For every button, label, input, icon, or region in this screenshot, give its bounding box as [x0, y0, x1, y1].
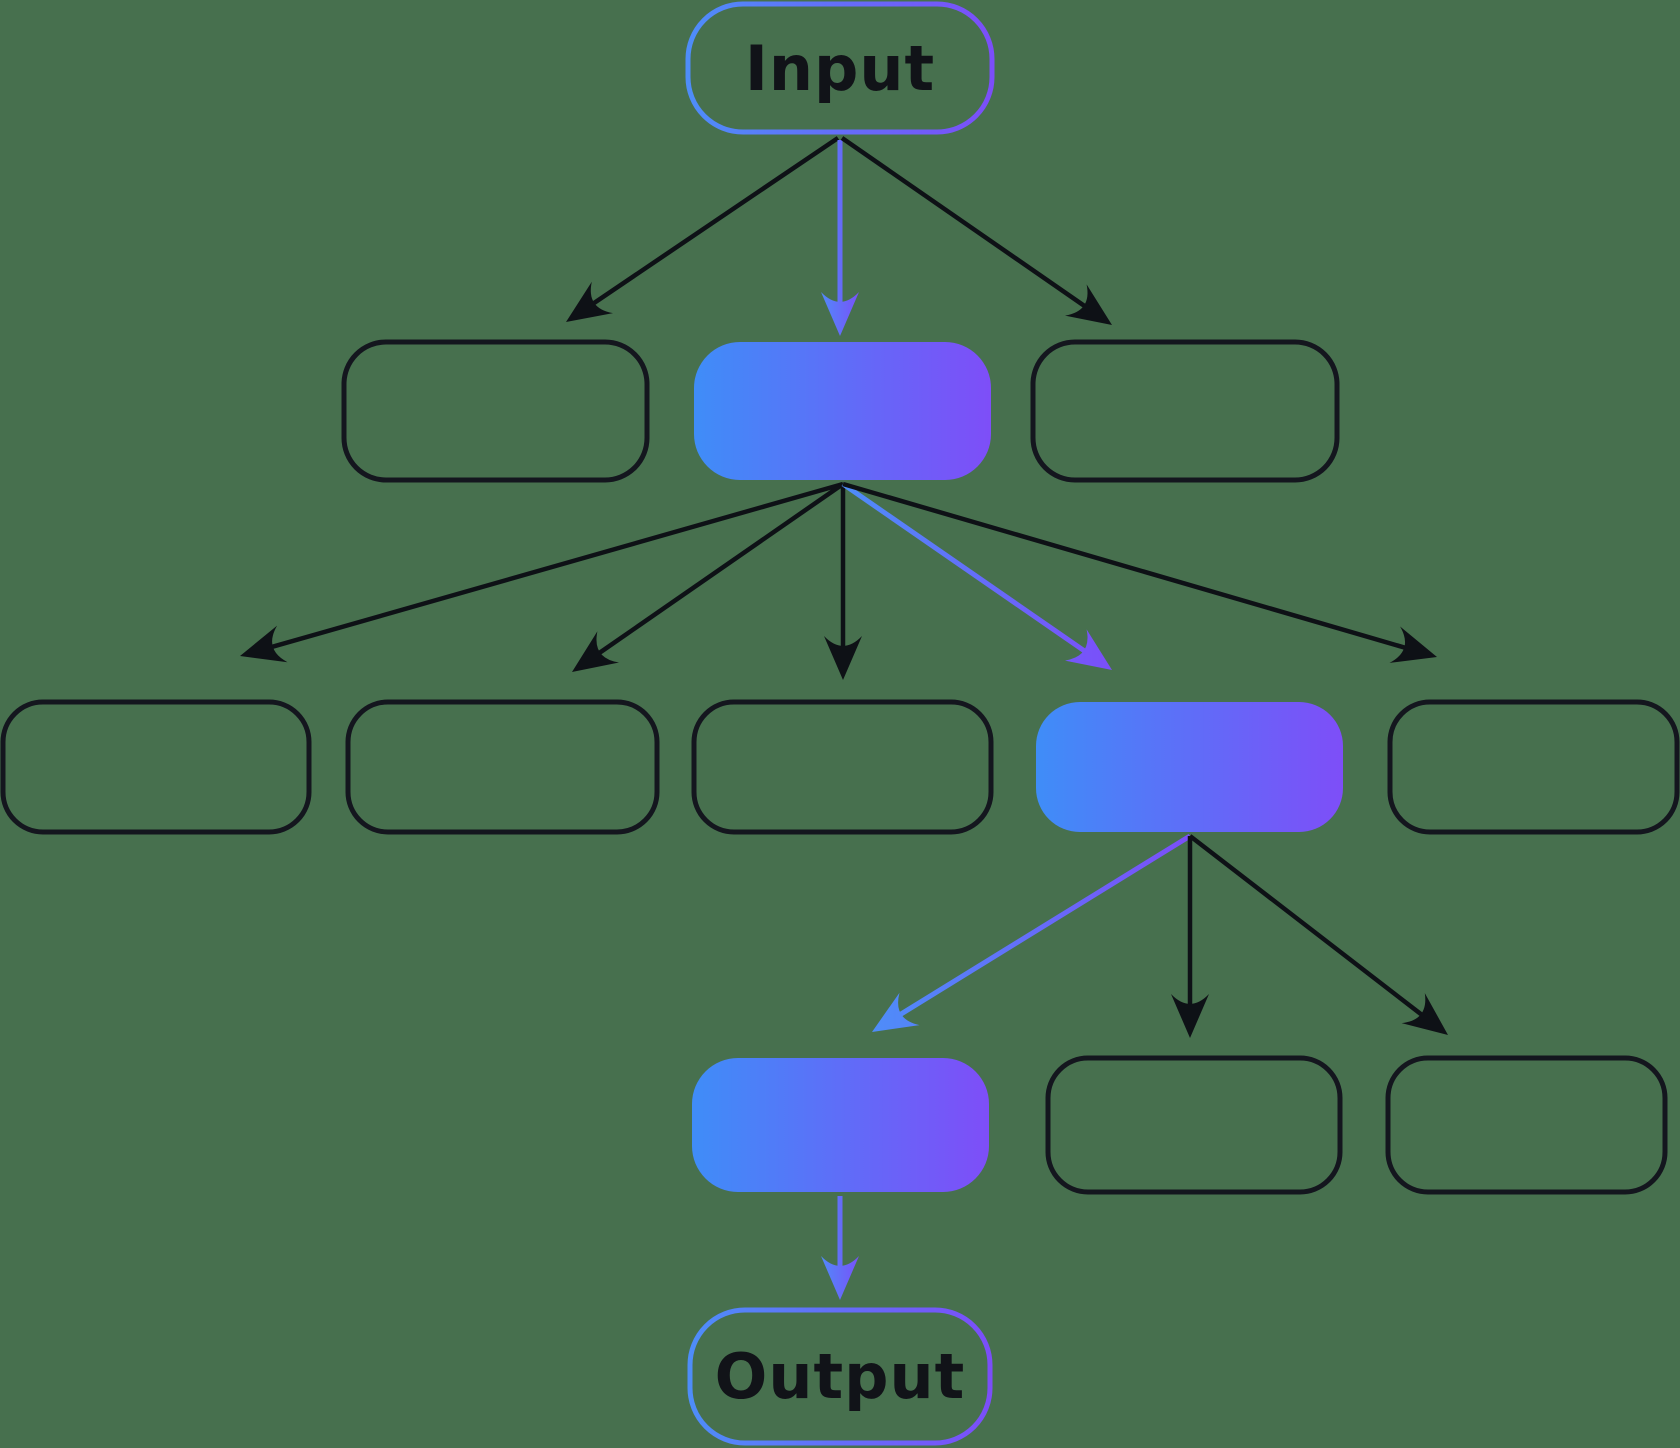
l3-node-3 [691, 699, 994, 835]
arrow-l4-to-output-highlight [821, 1196, 859, 1300]
arrow-l3-to-l4-1-highlight [872, 833, 1192, 1032]
arrow-input-to-l2-center-highlight [821, 140, 859, 336]
output-node: Output [687, 1307, 993, 1446]
arrow-input-to-l2-right [840, 136, 1112, 325]
l3-node-1 [0, 699, 312, 835]
arrow-l2-to-l3-4-highlight [841, 481, 1112, 670]
arrow-input-to-l2-left [566, 136, 840, 322]
arrow-l2-to-l3-3 [824, 484, 862, 680]
arrow-l2-to-l3-2 [572, 482, 845, 672]
l4-node-2 [1045, 1055, 1343, 1195]
arrow-l2-to-l3-5 [842, 481, 1437, 663]
l4-node-1-highlighted [692, 1058, 989, 1192]
l2-node-center-highlighted [694, 342, 991, 480]
l3-node-2 [345, 699, 660, 835]
l2-node-left [341, 339, 650, 483]
l4-node-3 [1385, 1055, 1668, 1195]
arrow-l3-to-l4-2 [1171, 836, 1209, 1038]
l3-node-4-highlighted [1036, 702, 1343, 832]
output-label: Output [715, 1340, 966, 1413]
l2-node-right [1030, 339, 1340, 483]
input-node: Input [685, 1, 995, 135]
input-label: Input [745, 32, 935, 105]
arrow-l3-to-l4-3 [1188, 834, 1448, 1035]
l3-node-5 [1387, 699, 1680, 835]
arrow-l2-to-l3-1 [240, 481, 844, 663]
